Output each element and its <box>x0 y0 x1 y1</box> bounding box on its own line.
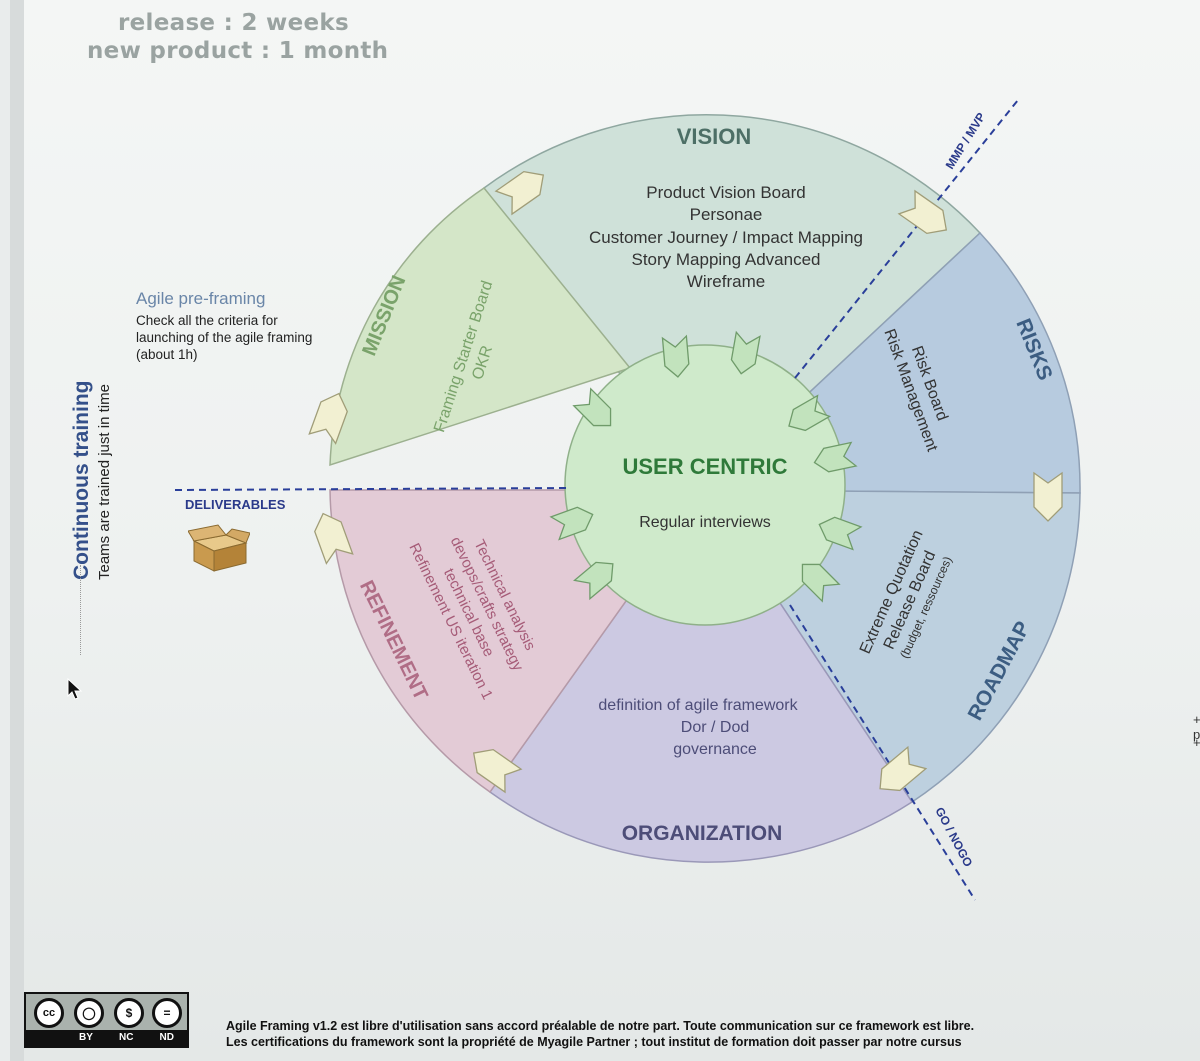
process-arrows <box>308 170 1063 794</box>
page-edge <box>10 0 24 1061</box>
center-subtitle: Regular interviews <box>639 514 771 531</box>
inward-arrow-icon <box>813 441 858 473</box>
inward-arrow-icon <box>818 516 863 551</box>
mmp-label: MMP / MVP <box>943 110 989 172</box>
gonogo-dashed-line <box>789 604 976 901</box>
process-arrow-icon <box>1033 471 1063 522</box>
process-arrow-icon <box>879 745 928 792</box>
footer-line-2: Les certifications du framework sont la … <box>226 1035 962 1049</box>
cc-license-badge: cc ◯ $ = BY NC ND <box>24 992 189 1048</box>
cc-icon: cc <box>34 998 64 1028</box>
inward-arrow-icon <box>730 330 761 375</box>
footer-text: Agile Framing v1.2 est libre d'utilisati… <box>226 1018 1126 1050</box>
deliverables-label: DELIVERABLES <box>185 497 286 512</box>
vision-item: Customer Journey / Impact Mapping <box>589 228 863 247</box>
person-icon: ◯ <box>74 998 104 1028</box>
cc-label-nc: NC <box>119 1032 134 1043</box>
preframing-title: Agile pre-framing <box>136 289 266 308</box>
user-centric-circle <box>564 344 846 626</box>
center-title: USER CENTRIC <box>622 454 787 479</box>
inward-arrow-icon <box>573 561 614 601</box>
vision-item: Wireframe <box>687 272 765 291</box>
organization-item: Dor / Dod <box>681 719 749 736</box>
release-note: release : 2 weeks <box>118 10 349 36</box>
organization-sector <box>488 488 914 863</box>
cursor-icon <box>67 678 83 700</box>
inward-arrow-icon <box>572 387 612 427</box>
inward-arrow-icon <box>788 394 832 432</box>
process-arrow-icon <box>897 189 948 235</box>
cc-labels: BY NC ND <box>26 1030 187 1046</box>
process-arrow-icon <box>314 512 354 565</box>
inward-arrow-icon <box>801 563 841 603</box>
cc-label-by: BY <box>79 1032 93 1043</box>
side-mark: + p <box>1193 712 1200 742</box>
process-arrow-icon <box>494 170 545 216</box>
deliverables-dashed-line <box>174 487 571 491</box>
inward-arrow-icon <box>549 506 594 541</box>
footer-line-1: Agile Framing v1.2 est libre d'utilisati… <box>226 1019 975 1033</box>
side-mark: + <box>1193 735 1200 750</box>
center-arrows <box>549 330 863 603</box>
inward-arrow-icon <box>661 334 690 378</box>
organization-item: governance <box>673 741 757 758</box>
vision-sector <box>482 113 982 492</box>
gonogo-label: GO / NOGO <box>932 805 975 869</box>
training-divider <box>80 565 81 655</box>
box-icon <box>188 524 250 572</box>
no-money-icon: $ <box>114 998 144 1028</box>
process-arrow-icon <box>308 392 348 445</box>
vision-title: VISION <box>677 124 752 149</box>
vision-item: Story Mapping Advanced <box>631 250 820 269</box>
preframing-description: Check all the criteria for launching of … <box>136 313 313 362</box>
vision-item: Personae <box>690 205 763 224</box>
equals-icon: = <box>152 998 182 1028</box>
product-note: new product : 1 month <box>87 38 389 64</box>
cc-label-nd: ND <box>159 1032 174 1043</box>
organization-item: definition of agile framework <box>598 697 798 714</box>
vision-item: Product Vision Board <box>646 183 805 202</box>
organization-title: ORGANIZATION <box>622 822 783 845</box>
process-arrow-icon <box>472 748 523 794</box>
